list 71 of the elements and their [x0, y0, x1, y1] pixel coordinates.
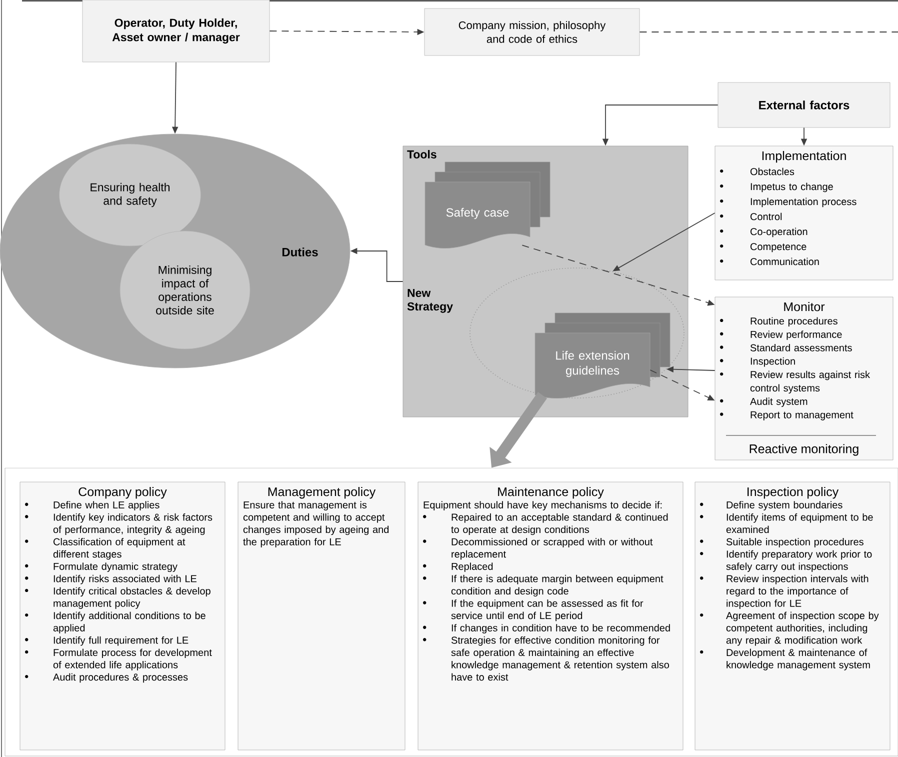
bullet-item: Audit procedures & processes	[25, 673, 188, 683]
text-box	[82, 0, 270, 62]
bullet-item: Identify critical obstacles & develop management policy	[25, 587, 210, 609]
bullet-item: Communication	[720, 258, 819, 266]
bullet-item: Audit system	[720, 398, 808, 407]
bullet-item: Control	[720, 212, 782, 220]
panel-label: New Strategy	[407, 289, 453, 313]
ellipse	[120, 230, 250, 350]
bullet-item: Co-operation	[720, 228, 808, 238]
list-box	[714, 296, 894, 460]
box-footer: Reactive monitoring	[750, 444, 858, 456]
bullet-item: Decommissioned or scrapped with or without replacement	[423, 538, 653, 560]
bullet-item: Identify risks associated with LE	[25, 574, 196, 584]
box-heading: Inspection policy	[748, 487, 839, 499]
bullet-item: Strategies for effective condition monitoring for safe operation & maintaining an effective knowledge management & retention system also have to exist	[423, 636, 669, 681]
paragraph: Ensure that management is competent and willing to accept changes imposed by ageing and the preparation for LE	[243, 501, 389, 548]
bullet-item: Replaced	[423, 562, 493, 572]
bullet-item: Impetus to change	[720, 182, 833, 192]
bullet-item: Implementation process	[720, 198, 856, 208]
document-stack	[534, 312, 670, 398]
bullet-item: Standard assessments	[720, 344, 852, 352]
ellipse	[59, 144, 201, 246]
bullet-item: If the equipment can be assessed as fit for service until end of LE period	[423, 600, 644, 622]
bullet-item: Identify full requirement for LE	[25, 636, 188, 646]
bullet-item: Define when LE applies	[25, 501, 160, 510]
list-box	[20, 482, 226, 750]
bullet-item: Agreement of inspection scope by competent authorities, including any repair & modification work	[700, 612, 879, 646]
document-label: Life extension guidelines	[556, 350, 630, 378]
box-heading: Monitor	[784, 302, 825, 312]
bullet-item: Identify additional conditions to be applied	[25, 612, 206, 634]
document-label: Safety case	[446, 208, 509, 220]
list-box	[418, 482, 684, 750]
bullet-item: Formulate dynamic strategy	[25, 562, 178, 572]
bullet-item: Competence	[720, 243, 806, 252]
box-label: Company mission, philosophy and code of ethics	[458, 21, 606, 43]
ellipse-label: Minimising impact of operations outside site	[156, 266, 214, 314]
bullet-item: Identify key indicators & risk factors of performance, integrity & ageing	[25, 513, 212, 536]
bullet-item: Report to management	[720, 411, 854, 420]
list-box	[714, 146, 894, 280]
ellipse-label: Duties	[282, 248, 318, 256]
list-box	[238, 482, 406, 750]
bullet-item: Classification of equipment at different stages	[25, 538, 186, 560]
bullet-item: Review results against risk control systems	[720, 370, 870, 394]
bullet-item: Development & maintenance of knowledge management system	[700, 648, 870, 670]
bullet-item: Define system boundaries	[700, 501, 842, 510]
text-box	[718, 82, 890, 128]
document-stack	[424, 162, 550, 248]
bullet-item: Repaired to an acceptable standard & continued to operate at design conditions	[423, 513, 668, 536]
bullet-item: Suitable inspection procedures	[700, 538, 864, 548]
box-heading: Company policy	[78, 487, 167, 499]
bullet-item: Identify preparatory work prior to safely carry out inspections	[700, 550, 872, 572]
box-label: External factors	[759, 100, 850, 110]
bullet-item: Obstacles	[720, 168, 794, 176]
box-heading: Management policy	[268, 487, 376, 499]
list-box	[694, 482, 890, 750]
box-label: Operator, Duty Holder, Asset owner / manager	[112, 18, 240, 44]
bullet-item: Identify items of equipment to be examined	[700, 513, 873, 534]
ellipse-label: Ensuring health and safety	[90, 182, 170, 208]
bullet-item: Routine procedures	[720, 317, 838, 327]
bullet-item: Formulate process for development of extended life applications	[25, 648, 212, 670]
bullet-item: If there is adequate margin between equipment condition and design code	[423, 574, 664, 597]
dotted-ellipse	[470, 268, 684, 398]
bullet-item: Inspection	[720, 357, 795, 367]
box-heading: Implementation	[762, 151, 846, 163]
bullet-item: If changes in condition have to be recommended	[423, 624, 670, 634]
panel-label: Tools	[407, 150, 436, 158]
box-heading: Maintenance policy	[498, 487, 604, 499]
text-box	[424, 8, 640, 56]
bullet-item: Review inspection intervals with regard to the importance of inspection for LE	[700, 574, 868, 609]
paragraph: Equipment should have key mechanisms to decide if:	[424, 501, 662, 510]
bullet-item: Review performance	[720, 330, 842, 340]
